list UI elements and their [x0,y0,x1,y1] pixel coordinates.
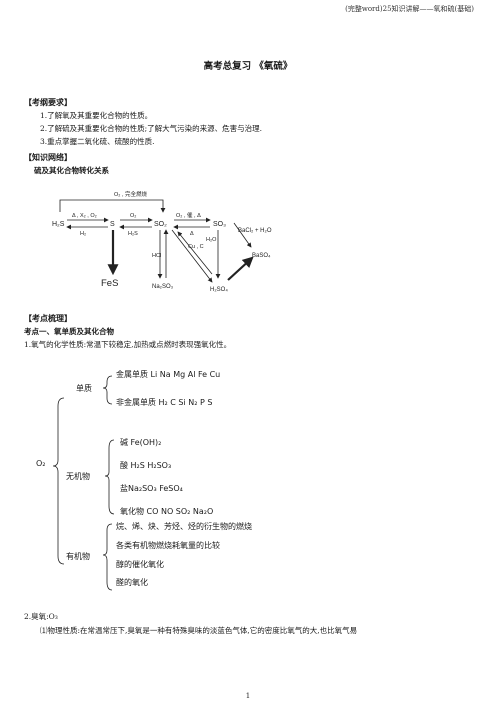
node-so2: SO₂ [154,221,167,228]
node-h2so4: H₂SO₄ [210,287,228,293]
tree-branch-elements: 单质 [76,384,92,393]
outline-item-3: 3.重点掌握二氧化硫、硫酸的性质. [40,137,155,146]
network-heading: 【知识网络】 [24,152,72,162]
review-heading: 【考点梳理】 [24,313,72,323]
tree-acid: 酸 H₂S H₂SO₃ [120,461,172,470]
oxygen-reaction-tree [52,375,115,591]
page-number: 1 [245,692,251,700]
tree-oxide: 氧化物 CO NO SO₂ Na₂O [120,507,214,516]
point1-heading: 考点一、氧单质及其化合物 [24,327,114,336]
outline-item-2: 2.了解硫及其重要化合物的性质;了解大气污染的来源、危害与治理. [40,124,263,133]
tree-metal-elements: 金属单质 Li Na Mg Al Fe Cu [116,370,221,379]
node-fes: FeS [101,278,118,289]
node-bacl2: BaCl₂ + H₂O [238,228,272,234]
tree-nonmetal-elements: 非金属单质 H₂ C Si N₂ P S [116,398,213,407]
label-h2s-to-s: Δ , X₂ , O₂ [72,213,97,219]
tree-root-o2: O₂ [36,459,46,468]
tree-base: 碱 Fe(OH)₂ [120,438,162,447]
tree-alcohol-oxidation: 醇的催化氧化 [116,560,164,569]
tree-branch-organic: 有机物 [66,552,90,561]
tree-organic-combustion: 烷、烯、炔、芳烃、烃的衍生物的燃烧 [116,522,252,531]
tree-branch-inorganic: 无机物 [66,472,90,481]
outline-item-1: 1.了解氧及其重要化合物的性质。 [40,111,153,120]
point1-item-1: 1.氧气的化学性质:常温下较稳定,加热或点燃时表现强氧化性。 [24,340,232,349]
node-baso4: BaSO₄ [252,253,271,259]
network-subheading: 硫及其化合物转化关系 [34,166,109,175]
label-h2: H₂ [80,231,86,237]
label-cu-c: Cu , C [188,244,204,250]
outline-heading: 【考纲要求】 [24,97,72,107]
tree-salt: 盐Na₂SO₃ FeSO₄ [120,484,183,493]
point1-item-2: 2.臭氧:O₃ [24,612,58,621]
label-delta: Δ [190,231,194,237]
label-s-o2: O₂ [130,213,136,219]
tree-oxygen-consumption: 各类有机物燃烧耗氧量的比较 [116,541,220,550]
node-hcl: HCl [152,253,161,259]
page-title: 高考总复习 《氧硫》 [203,61,293,72]
node-so3: SO₃ [213,221,226,228]
node-s: S [110,221,115,228]
label-h2s-rev: H₂S [128,231,138,237]
point1-item-2-sub: ⑴物理性质:在常温常压下,臭氧是一种有特殊臭味的淡蓝色气体,它的密度比氧气的大,… [40,626,358,635]
tree-aldehyde-oxidation: 醛的氧化 [116,578,148,587]
label-so2-to-so3: O₂ , 催 , Δ [176,211,201,219]
node-na2so3: Na₂SO₃ [152,284,174,290]
node-h2s: H₂S [52,221,65,228]
label-h2o: H₂O [206,237,217,243]
sulfur-conversion-diagram: H₂S S SO₂ SO₃ FeS Na₂SO₃ H₂SO₄ BaSO₄ BaC… [52,190,272,293]
label-o2-complete: O₂ , 完全燃烧 [114,190,147,198]
page-header: (完整word)25知识讲解——氧和硫(基础) [345,5,474,13]
